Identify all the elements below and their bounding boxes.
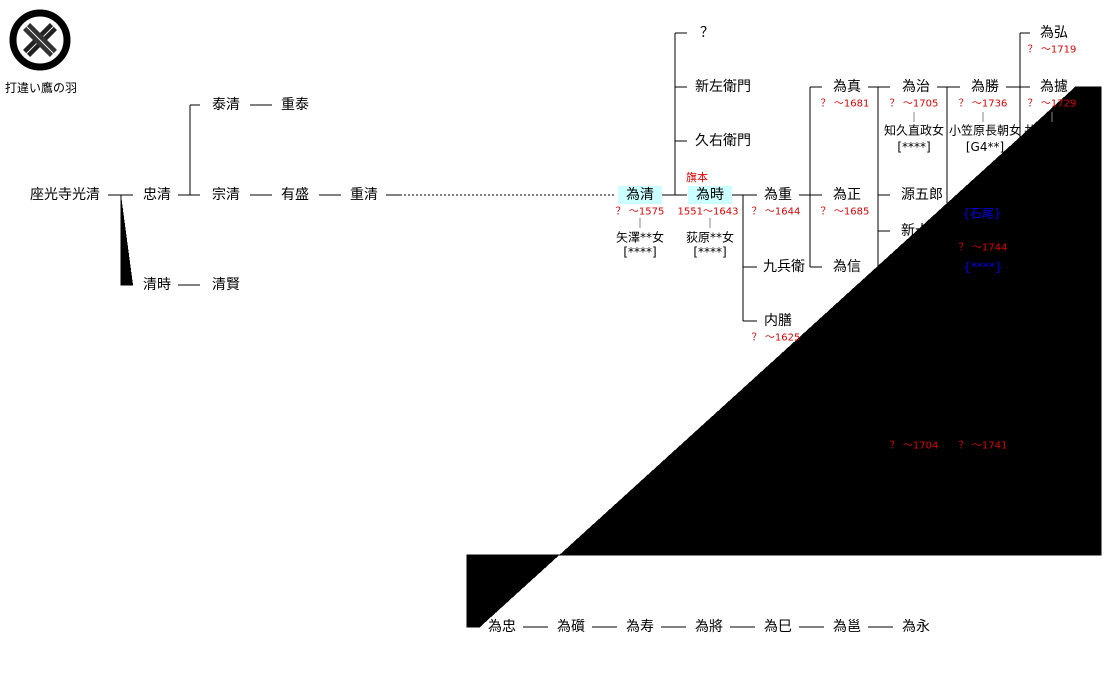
- person-name: ？: [700, 25, 714, 41]
- life-dates: ？ ～1719: [1027, 44, 1077, 56]
- person-name: 為邕: [833, 619, 861, 635]
- spouse-code: [****]: [897, 140, 931, 154]
- person-name: 為長: [971, 421, 999, 437]
- person-note: [3]: [918, 383, 936, 397]
- life-dates: ？ ～1729: [1027, 98, 1077, 110]
- life-dates: ？ ～1575: [615, 206, 665, 218]
- person-name: 為正: [833, 187, 861, 203]
- spouse-code: [G4**]: [965, 140, 1005, 154]
- person-code: {****}: [963, 260, 1003, 274]
- person-name: 為永: [902, 619, 930, 635]
- person-name: 勝之助: [1039, 475, 1081, 491]
- person-name: 久右衛門: [695, 133, 751, 149]
- person-name: 内膳: [764, 313, 792, 329]
- person-name: 新左衛門: [695, 79, 751, 95]
- person-name: □□: [971, 475, 999, 491]
- life-dates: 1551～1643: [677, 206, 739, 218]
- crest-caption: 打違い鷹の羽: [5, 81, 78, 95]
- person-name: □□: [1040, 367, 1068, 383]
- person-note: [2]: [1055, 383, 1073, 397]
- person-name: 為勝: [971, 79, 999, 95]
- person-name: 為依: [1040, 187, 1068, 203]
- person-name: 新十郎: [901, 223, 943, 239]
- life-dates: ？ ～1744: [958, 242, 1008, 254]
- life-dates: ？ ～1736: [958, 98, 1008, 110]
- person-name: 氏茂: [971, 223, 999, 239]
- person-name: 源五郎: [901, 187, 943, 203]
- spouse-name: 知久直政女: [883, 123, 945, 138]
- person-name: 為守: [902, 475, 930, 491]
- person-name: 為攄: [1040, 79, 1068, 95]
- person-name: 為礩: [557, 619, 585, 635]
- person-name: 有盛: [281, 187, 309, 203]
- person-name: 為寿: [626, 619, 654, 635]
- spouse-code: [****]: [693, 245, 727, 259]
- person-name: 重泰: [281, 97, 309, 113]
- person-name: 宗清: [212, 187, 240, 203]
- life-dates: ？ ～1685: [820, 206, 870, 218]
- person-name: 為忠: [488, 619, 516, 635]
- life-dates: ？ ～1705: [889, 98, 939, 110]
- person-name: 為治: [902, 79, 930, 95]
- person-name: 清賢: [212, 277, 240, 293]
- crossed-hawk-feathers-crest-icon: [9, 9, 71, 71]
- spouse-code: [****]: [1037, 140, 1071, 154]
- person-name: 泰清: [212, 97, 240, 113]
- person-name-highlighted: 為清: [618, 186, 662, 204]
- life-dates: ？ ～1704: [889, 440, 939, 452]
- spouse-name: 荻原**女: [685, 230, 735, 245]
- adopted-from-note: {石尾}: [962, 206, 1002, 221]
- person-name: 座光寺光清: [30, 187, 100, 203]
- spouse-code: [****]: [623, 245, 657, 259]
- person-name: 重清: [350, 187, 378, 203]
- person-name: □□: [902, 367, 930, 383]
- life-dates: ？ ～1625: [751, 332, 801, 344]
- person-name: 為巳: [764, 619, 792, 635]
- person-name: 千吉: [902, 259, 930, 275]
- person-name: 為弘: [1040, 25, 1068, 41]
- person-name: 千松: [1040, 223, 1068, 239]
- person-name: 為信: [833, 259, 861, 275]
- person-name: 忠清: [143, 187, 171, 203]
- person-name: 九兵衛: [763, 259, 805, 275]
- title-label: 旗本: [686, 171, 708, 184]
- person-name: 為真: [833, 79, 861, 95]
- spouse-name: 小笠原長朝女: [948, 123, 1022, 138]
- person-name: 為重: [764, 187, 792, 203]
- person-name: 為將: [695, 619, 723, 635]
- person-name-highlighted: 為時: [688, 186, 732, 204]
- spouse-name: 矢澤**女: [615, 230, 665, 245]
- life-dates: ？ ～1681: [820, 98, 870, 110]
- person-name: 清時: [143, 277, 171, 293]
- person-name: 次郎五郎: [1039, 259, 1095, 275]
- person-name: 宇源太: [1039, 313, 1081, 329]
- spouse-name: 井上政蔽女: [1023, 123, 1085, 138]
- person-name: □□: [1040, 421, 1068, 437]
- person-name: 為泰: [902, 421, 930, 437]
- life-dates: ？ ～1644: [751, 206, 801, 218]
- life-dates: ？ ～1741: [958, 440, 1008, 452]
